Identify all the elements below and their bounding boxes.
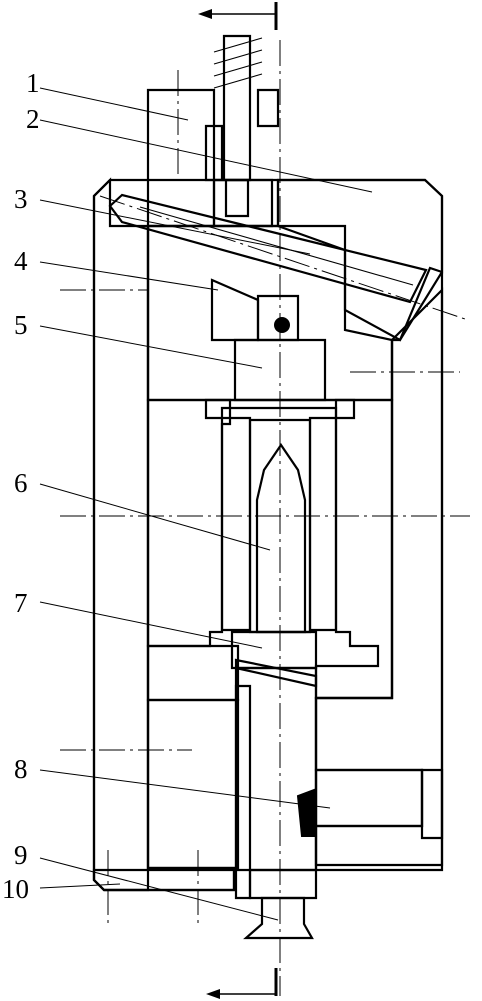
- part-label-8: 8: [14, 754, 28, 784]
- part-label-4: 4: [14, 246, 28, 276]
- part-label-6: 6: [14, 468, 28, 498]
- centre-lines: [60, 40, 470, 996]
- part-label-3: 3: [14, 184, 28, 214]
- ejector-seal: [296, 788, 318, 837]
- part-label-1: 1: [26, 68, 40, 98]
- section-arrow-top: [198, 2, 278, 30]
- section-arrow-bottom: [206, 968, 278, 999]
- upper-punch: [204, 294, 356, 420]
- part-label-9: 9: [14, 840, 28, 870]
- part-label-7: 7: [14, 588, 28, 618]
- ball-detent: [274, 317, 290, 333]
- part-label-2: 2: [26, 104, 40, 134]
- inclined-pin: [108, 193, 428, 304]
- adjusting-screw: [213, 34, 263, 182]
- part-labels: 1 2 3 4 5 6 7 8 9 10: [2, 68, 40, 904]
- ejector-pin: [234, 684, 318, 940]
- leader-lines: [39, 87, 373, 921]
- part-label-5: 5: [14, 310, 28, 340]
- cavity-holder: [146, 398, 394, 870]
- part-label-10: 10: [2, 874, 29, 904]
- base-plate: [92, 868, 236, 892]
